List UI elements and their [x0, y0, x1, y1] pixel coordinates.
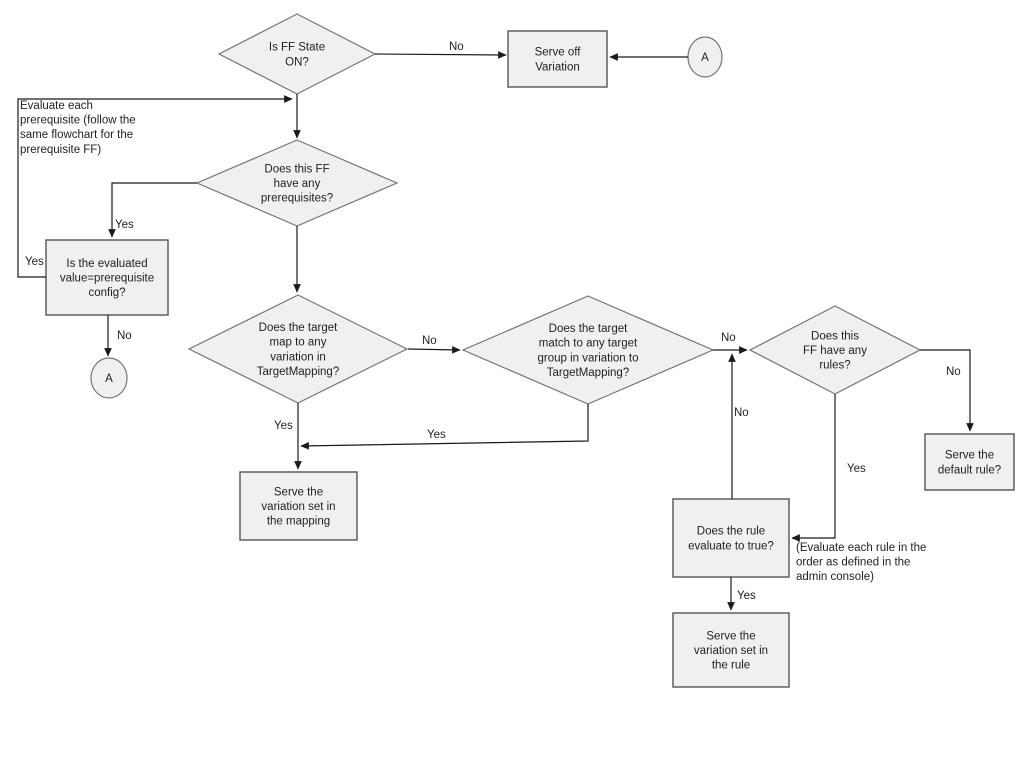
diamond-shape-target-map-variation — [187, 294, 409, 404]
node-connector-a-top: A — [687, 36, 723, 78]
rect-shape-serve-mapping-variation — [239, 471, 358, 541]
label-prereq-yes: Yes — [115, 219, 134, 231]
label-map-no: No — [422, 335, 437, 347]
label-match-no: No — [721, 332, 736, 344]
edge-state-on-no — [374, 51, 507, 59]
rect-shape-serve-off-variation — [507, 30, 608, 88]
node-label-connector-a-top: A — [701, 52, 709, 64]
rect-shape-evaluated-value-config — [45, 239, 169, 316]
edge-map-no — [407, 346, 461, 354]
label-rules-no: No — [946, 366, 961, 378]
edge-prereq-yes — [108, 182, 197, 238]
edge-rules-yes — [791, 394, 836, 542]
label-map-yes: Yes — [274, 420, 293, 432]
node-connector-a-left: A — [90, 357, 128, 399]
edge-eval-yes-return — [17, 95, 293, 278]
label-match-yes: Yes — [427, 429, 446, 441]
rect-shape-serve-rule-variation — [672, 612, 790, 688]
label-eval-no: No — [117, 330, 132, 342]
label-rules-yes: Yes — [847, 463, 866, 475]
rect-shape-serve-default-rule — [924, 433, 1015, 491]
label-state-on-no: No — [449, 41, 464, 53]
label-rule-yes: Yes — [737, 590, 756, 602]
diamond-shape-is-ff-state-on — [217, 13, 377, 95]
node-label-connector-a-left: A — [105, 373, 113, 385]
rect-shape-rule-evaluates-true — [672, 498, 790, 578]
edge-match-yes — [300, 404, 589, 450]
label-eval-yes: Yes — [25, 256, 44, 268]
circle-shape-connector-a-left — [90, 357, 128, 399]
label-rule-no: No — [734, 407, 749, 419]
edge-rules-no — [920, 349, 974, 432]
diamond-shape-target-match-group — [461, 295, 715, 405]
